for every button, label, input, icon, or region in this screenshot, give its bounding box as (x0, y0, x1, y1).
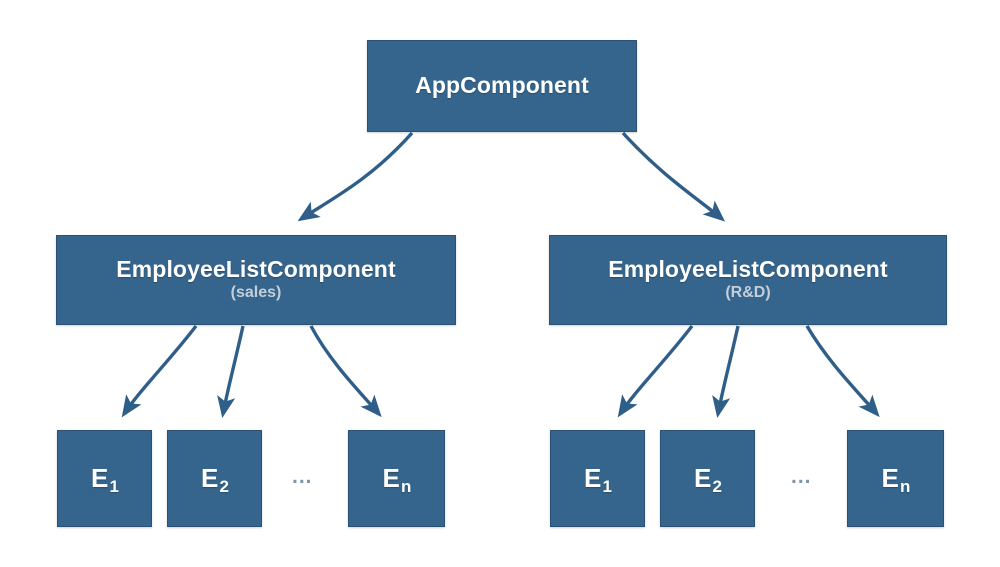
employee-letter: E (200, 463, 219, 494)
edge-sales-to-en (309, 325, 382, 418)
edge-app-to-sales (297, 131, 414, 222)
employee-letter: E (90, 463, 109, 494)
employee-letter: E (382, 463, 400, 494)
edge-app-to-rnd (621, 131, 726, 222)
node-employee-list-component-sales-subtitle: (sales) (230, 284, 282, 302)
employee-index: 1 (602, 477, 612, 497)
edge-rnd-to-en (805, 325, 880, 418)
node-app-component[interactable]: AppComponent (367, 40, 637, 132)
employee-letter: E (881, 463, 899, 494)
employee-letter: E (693, 463, 712, 494)
employee-index: n (899, 477, 911, 497)
node-employee-list-component-sales-label: EmployeeListComponent (116, 256, 396, 283)
node-app-component-label: AppComponent (415, 72, 589, 99)
edge-rnd-to-e1 (617, 324, 694, 418)
edge-sales-to-e2 (217, 325, 245, 419)
employee-index: 2 (712, 477, 722, 497)
edge-rnd-to-e2 (712, 325, 740, 419)
node-employee-list-component-rnd-subtitle: (R&D) (725, 284, 771, 302)
node-employee-list-component-sales[interactable]: EmployeeListComponent (sales) (56, 235, 456, 325)
employee-index: n (400, 477, 412, 497)
employee-index: 1 (109, 477, 119, 497)
ellipsis-rnd: ... (791, 465, 812, 488)
employee-letter: E (583, 463, 602, 494)
node-employee-list-component-rnd[interactable]: EmployeeListComponent (R&D) (549, 235, 947, 325)
node-employee-list-component-rnd-label: EmployeeListComponent (608, 256, 888, 283)
employee-index: 2 (219, 477, 229, 497)
ellipsis-sales: ... (292, 465, 313, 488)
edge-sales-to-e1 (121, 324, 198, 418)
